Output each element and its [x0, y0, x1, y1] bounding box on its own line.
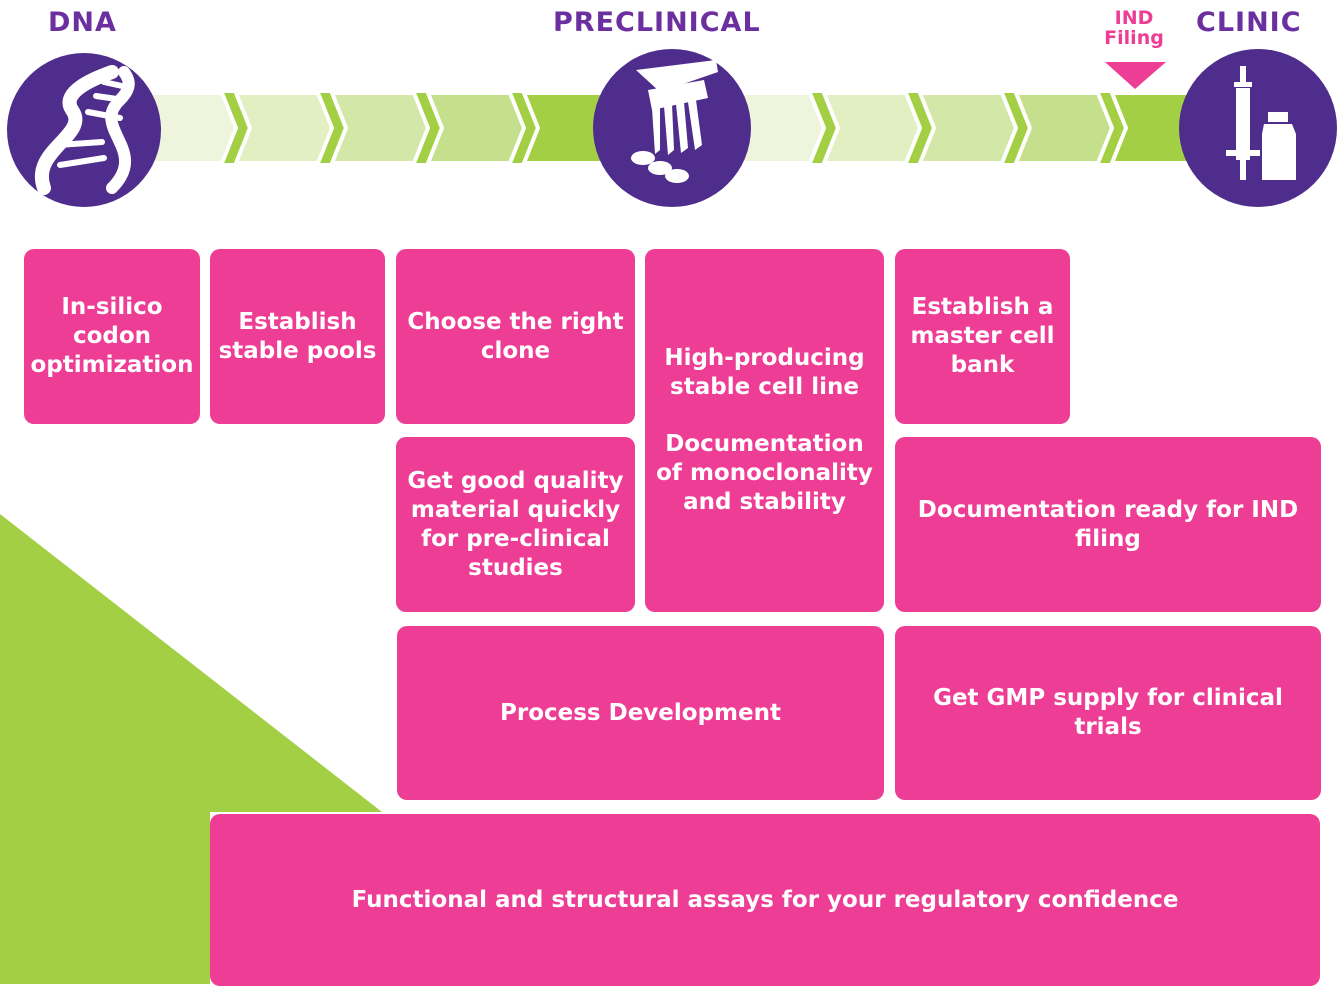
ind-marker-triangle [1105, 62, 1166, 89]
box-master-cell-bank: Establish a master cell bank [895, 249, 1070, 424]
dna-to-preclinical-chevron-3 [329, 91, 431, 165]
box-codon-text: In-silico codon optimization [30, 294, 194, 378]
box-gmp-supply: Get GMP supply for clinical trials [895, 626, 1321, 800]
clinic-circle-bg [1179, 49, 1337, 207]
dna-circle [7, 53, 161, 207]
box-process-dev-text: Process Development [500, 699, 781, 726]
preclinical-circle [593, 49, 751, 207]
ind-label-line2: Filing [1104, 27, 1164, 49]
preclinical-to-clinic-chevron-2 [821, 91, 923, 165]
progress-band [7, 49, 1337, 207]
box-documentation-mono-text: Documentation of monoclonality and stabi… [656, 431, 873, 515]
ind-filing-label: IND Filing [1098, 8, 1170, 48]
box-functional-assays: Functional and structural assays for you… [210, 814, 1320, 986]
dna-to-preclinical-chevron-4 [425, 91, 527, 165]
green-triangle-shape [0, 514, 382, 984]
dna-circle-bg [7, 53, 161, 207]
box-quality-material: Get good quality material quickly for pr… [396, 437, 635, 612]
box-ind-documentation: Documentation ready for IND filing [895, 437, 1321, 612]
box-quality-text: Get good quality material quickly for pr… [407, 467, 624, 581]
box-master-bank-text: Establish a master cell bank [910, 294, 1055, 378]
syringe-and-vial-icon [1226, 66, 1296, 180]
box-clone-text: Choose the right clone [407, 308, 624, 364]
dna-to-preclinical-chevron-2 [233, 91, 335, 165]
box-choose-clone: Choose the right clone [396, 249, 635, 424]
preclinical-to-clinic-chevron-3 [917, 91, 1019, 165]
stage-title-dna: DNA [48, 7, 117, 38]
stage-title-clinic: CLINIC [1196, 7, 1302, 38]
pipette-dispensing-icon [631, 60, 718, 183]
box-codon-optimization: In-silico codon optimization [24, 249, 200, 424]
stage-title-preclinical: PRECLINICAL [553, 7, 761, 38]
ind-label-line1: IND [1114, 7, 1154, 29]
clinic-circle [1179, 49, 1337, 207]
box-assays-text: Functional and structural assays for you… [351, 886, 1179, 913]
box-pools-text: Establish stable pools [218, 308, 377, 364]
box-gmp-text: Get GMP supply for clinical trials [933, 685, 1283, 740]
preclinical-to-clinic-chevron-4 [1013, 91, 1115, 165]
box-stable-pools: Establish stable pools [210, 249, 385, 424]
box-process-development: Process Development [397, 626, 884, 800]
box-high-producing-cell-line: High-producing stable cell line Document… [645, 249, 884, 612]
box-ind-docs-text: Documentation ready for IND filing [917, 496, 1299, 552]
box-high-producing-text: High-producing stable cell line [664, 345, 865, 400]
dna-helix-icon [34, 65, 135, 195]
